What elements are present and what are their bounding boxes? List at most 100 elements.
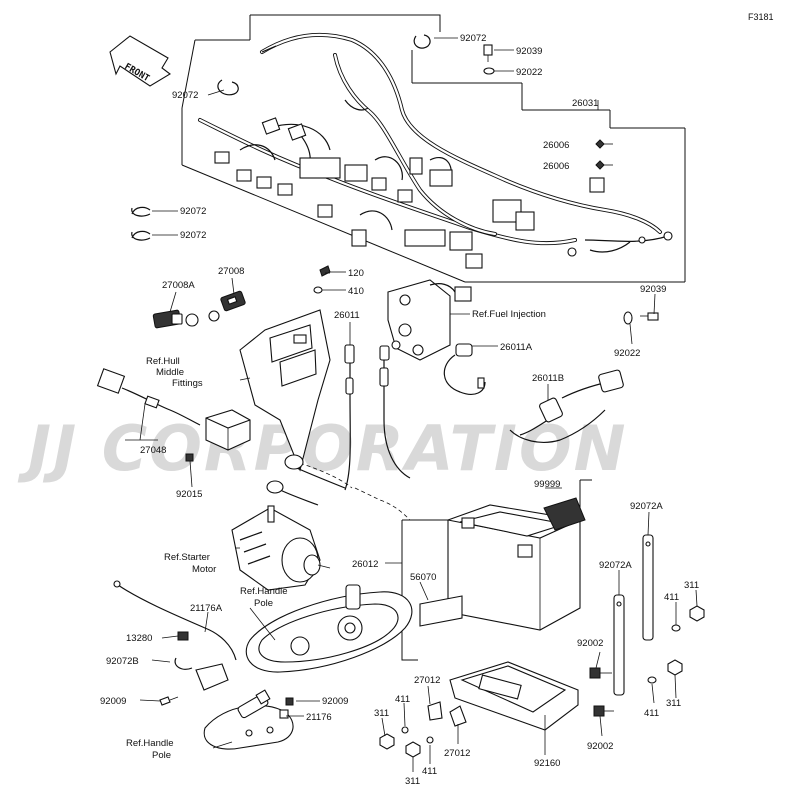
ref-hull-line-3: Fittings [172, 378, 203, 389]
grommets-26006 [595, 139, 605, 170]
connector [317, 204, 333, 218]
part-label: 311 [405, 776, 420, 787]
ref-handle-pole-1-line-2: Pole [254, 598, 273, 609]
relay-box-27048 [96, 368, 251, 462]
connector [351, 229, 367, 247]
ecu-connector [404, 229, 446, 247]
part-label: 26012 [352, 559, 378, 570]
terminal [567, 247, 577, 257]
reference-labels: Ref.Fuel Injection Ref.Hull Middle Fitti… [126, 309, 546, 761]
ref-hull-line-2: Middle [156, 367, 184, 378]
part-label: 27012 [444, 748, 470, 759]
ref-handle-pole-2-line-2: Pole [152, 750, 171, 761]
part-label: 92072A [630, 501, 663, 512]
leader-lines [125, 37, 698, 772]
cable-key-27008 [152, 290, 246, 329]
part-label: 27008 [218, 266, 244, 277]
screw-120-washer-410 [313, 265, 331, 294]
battery-cables [299, 343, 624, 521]
wiring-harness [198, 32, 669, 253]
connector [397, 189, 413, 203]
fuel-injection-block [387, 279, 472, 361]
ref-handle-pole-2-line-1: Ref.Handle [126, 738, 174, 749]
connector [299, 157, 341, 179]
battery-tray [449, 661, 579, 731]
part-label: 92072 [172, 90, 198, 101]
connector [492, 199, 522, 223]
connector [261, 117, 281, 135]
part-label: 92002 [577, 638, 603, 649]
watermark: JJ CORPORATION [17, 412, 628, 485]
part-label: 27012 [414, 675, 440, 686]
sensor-wire-21176A [113, 580, 237, 706]
harness-connectors [214, 117, 673, 269]
part-label: 92009 [322, 696, 348, 707]
starter-motor [231, 454, 346, 591]
diagram-code: F3181 [748, 12, 774, 22]
connector [256, 176, 272, 189]
part-label: 26006 [543, 161, 569, 172]
part-label: 26006 [543, 140, 569, 151]
part-label: 311 [374, 708, 389, 719]
ref-hull-line-1: Ref.Hull [146, 356, 180, 367]
ref-handle-pole-1-line-1: Ref.Handle [240, 586, 288, 597]
part-label: 27048 [140, 445, 166, 456]
part-label: 99999 [534, 479, 560, 490]
part-label: 92072A [599, 560, 632, 571]
part-label: 92022 [516, 67, 542, 78]
hull-middle-fittings [239, 309, 331, 472]
bottom-fasteners [379, 701, 467, 758]
part-label: 21176 [306, 712, 332, 723]
ref-starter-line-2: Motor [192, 564, 216, 575]
part-label: 92002 [587, 741, 613, 752]
battery-straps [613, 534, 654, 696]
connector [429, 169, 453, 187]
part-label: 92009 [100, 696, 126, 707]
part-label: 27008A [162, 280, 195, 291]
handle-pole-cover [245, 584, 413, 673]
part-labels: 92072 92039 92022 92072 26031 26006 2600… [100, 33, 699, 787]
part-label: 56070 [410, 572, 436, 583]
part-label: 92072 [460, 33, 486, 44]
connector [449, 231, 473, 251]
connector [236, 169, 252, 182]
part-label: 411 [664, 592, 679, 603]
terminal [663, 231, 673, 241]
connector [277, 183, 293, 196]
battery [447, 497, 586, 631]
connector [409, 157, 423, 175]
part-label: 26011B [532, 373, 564, 384]
connector [214, 151, 230, 164]
bolt-washer-right [623, 311, 659, 325]
part-label: 92072 [180, 230, 206, 241]
caution-label-56070 [419, 595, 463, 627]
front-arrow: FRONT [109, 35, 171, 87]
clamps [131, 34, 431, 241]
main-harness-frame [181, 14, 686, 283]
part-label: 26031 [572, 98, 598, 109]
part-label: 411 [395, 694, 410, 705]
part-label: 92072 [180, 206, 206, 217]
ref-starter-line-1: Ref.Starter [164, 552, 210, 563]
part-label: 26011 [334, 310, 360, 321]
part-label: 92072B [106, 656, 139, 667]
part-label: 92039 [516, 46, 542, 57]
part-label: 21176A [190, 603, 223, 614]
part-label: 120 [348, 268, 364, 279]
ref-fuel-injection: Ref.Fuel Injection [472, 309, 546, 320]
part-label: 311 [684, 580, 699, 591]
connector [287, 123, 307, 141]
terminal [638, 236, 646, 244]
connector [344, 164, 368, 182]
part-label: 92039 [640, 284, 666, 295]
connector [465, 253, 483, 269]
part-label: 92015 [176, 489, 202, 500]
bolt-washer-top [483, 44, 495, 75]
part-label: 92160 [534, 758, 560, 769]
part-label: 92022 [614, 348, 640, 359]
part-label: 411 [422, 766, 437, 777]
connector [371, 177, 387, 191]
connector [589, 177, 605, 193]
